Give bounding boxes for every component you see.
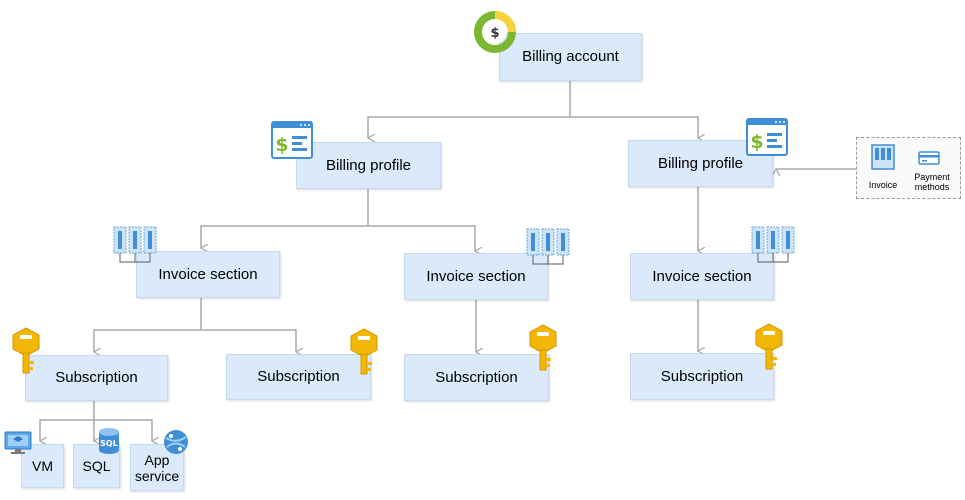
credit-card-icon <box>918 151 940 165</box>
invoice-label: Invoice <box>868 180 898 190</box>
sql-label: SQL <box>82 458 111 474</box>
key-icon <box>529 324 557 371</box>
billing-account-label: Billing account <box>522 48 619 65</box>
subscription-node-3: Subscription <box>404 354 549 401</box>
billing-profile-icon: $ <box>746 118 788 156</box>
subscription-label: Subscription <box>257 368 340 385</box>
billing-account-node: Billing account <box>499 33 642 81</box>
invoice-section-label: Invoice section <box>652 267 752 285</box>
dollar-symbol: $ <box>490 26 499 41</box>
key-icon <box>350 328 378 375</box>
sql-badge-text: SQL <box>100 439 118 448</box>
billing-profile-label: Billing profile <box>657 154 744 172</box>
subscription-node-2: Subscription <box>226 354 371 400</box>
billing-profile-node-left: Billing profile <box>296 142 441 189</box>
vm-node: VM <box>21 444 64 488</box>
billing-profile-details-panel: Invoice Payment methods <box>856 137 961 199</box>
app-service-icon <box>164 430 188 454</box>
invoice-section-icon <box>751 226 795 263</box>
invoice-section-label: Invoice section <box>158 265 258 283</box>
payment-methods-label: Payment methods <box>914 172 950 192</box>
billing-profile-label: Billing profile <box>325 156 412 174</box>
billing-profile-icon: $ <box>271 121 313 159</box>
subscription-label: Subscription <box>660 367 744 385</box>
svg-text:$: $ <box>275 134 288 156</box>
vm-label: VM <box>32 458 53 474</box>
app-service-label: App service <box>134 451 180 484</box>
invoice-section-node-2: Invoice section <box>404 253 548 300</box>
svg-text:$: $ <box>750 131 763 153</box>
invoice-section-label: Invoice section <box>426 267 526 285</box>
invoice-section-node-3: Invoice section <box>630 253 774 300</box>
key-icon <box>12 327 40 374</box>
subscription-node-1: Subscription <box>25 355 168 401</box>
billing-account-icon: $ <box>474 11 516 53</box>
invoice-icon <box>871 144 895 170</box>
subscription-node-4: Subscription <box>630 353 774 400</box>
key-icon <box>755 323 783 370</box>
subscription-label: Subscription <box>55 369 138 386</box>
invoice-section-icon <box>113 226 157 263</box>
app-service-node: App service <box>130 444 184 491</box>
invoice-section-icon <box>526 228 570 265</box>
subscription-label: Subscription <box>435 368 518 386</box>
virtual-machine-icon <box>4 431 32 454</box>
sql-database-icon: SQL <box>99 428 119 454</box>
invoice-section-node-1: Invoice section <box>136 251 280 298</box>
